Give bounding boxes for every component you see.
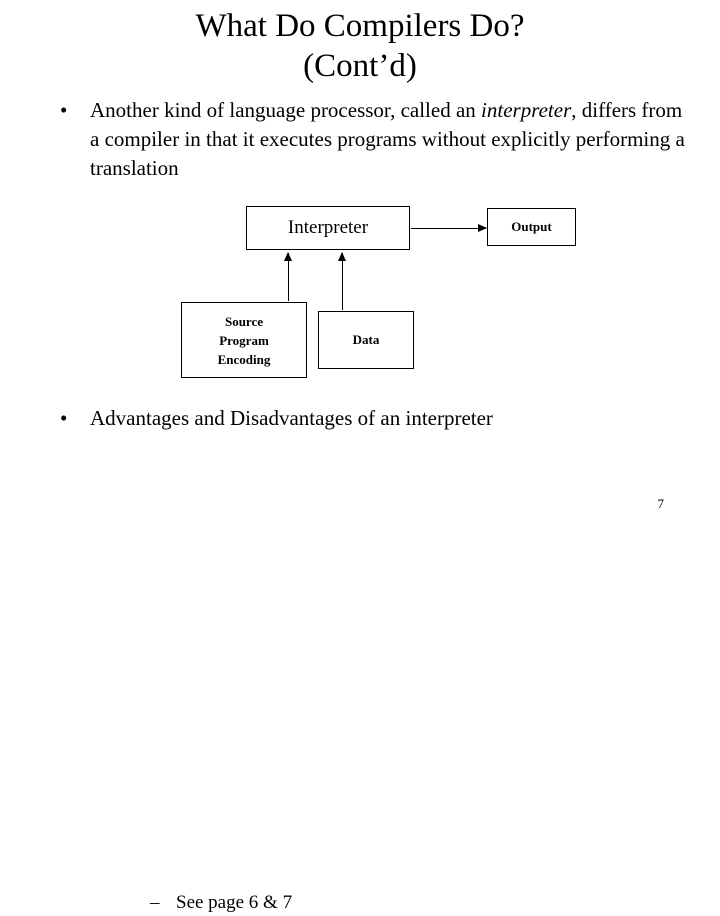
bullet-item-advantages: • Advantages and Disadvantages of an int… [36, 404, 696, 433]
diagram-box-interpreter-label: Interpreter [287, 217, 369, 238]
diagram-box-interpreter: Interpreter [246, 206, 410, 250]
diagram-box-output-label: Output [511, 219, 552, 234]
diagram-box-output: Output [487, 208, 576, 246]
page-number: 7 [657, 496, 665, 511]
bullet-list-top: • Another kind of language processor, ca… [36, 96, 696, 183]
bullet-text-part1: Another kind of language processor, call… [90, 98, 482, 122]
diagram-box-source-line1: Source [224, 313, 264, 329]
arrow-interpreter-to-output-icon [411, 224, 487, 232]
bullet-item-interpreter: • Another kind of language processor, ca… [36, 96, 696, 183]
sub-bullet-list: – See page 6 & 7 [36, 446, 656, 913]
bullet-text-part2: , differs from a compiler in that it exe… [90, 98, 685, 180]
sub-bullet-item-see-page: – See page 6 & 7 [72, 890, 720, 916]
diagram-box-source-line3: Encoding [217, 351, 271, 367]
diagram-box-source-line2: Program [219, 332, 269, 348]
bullet-text-italic: interpreter [481, 98, 572, 122]
bullet-list-bottom: • Advantages and Disadvantages of an int… [36, 404, 696, 433]
diagram-box-data: Data [318, 311, 414, 369]
bullet-marker-icon-2: • [60, 406, 68, 430]
bullet-text-advantages: Advantages and Disadvantages of an inter… [90, 406, 493, 430]
sub-bullet-text: See page 6 & 7 [176, 892, 293, 913]
bullet-marker-icon: • [60, 98, 68, 122]
page-title: What Do Compilers Do? (Cont’d) [0, 6, 720, 86]
arrow-source-to-interpreter-icon [284, 252, 292, 301]
slide: What Do Compilers Do? (Cont’d) • Another… [0, 6, 720, 913]
dash-marker-icon: – [150, 892, 160, 913]
arrow-data-to-interpreter-icon [338, 252, 346, 310]
interpreter-diagram: Interpreter Output Source Program Encodi… [0, 200, 720, 390]
diagram-box-source-program-encoding: Source Program Encoding [181, 302, 307, 378]
title-line-1: What Do Compilers Do? [195, 8, 525, 44]
diagram-box-data-label: Data [352, 332, 380, 347]
title-line-2: (Cont’d) [303, 48, 417, 84]
